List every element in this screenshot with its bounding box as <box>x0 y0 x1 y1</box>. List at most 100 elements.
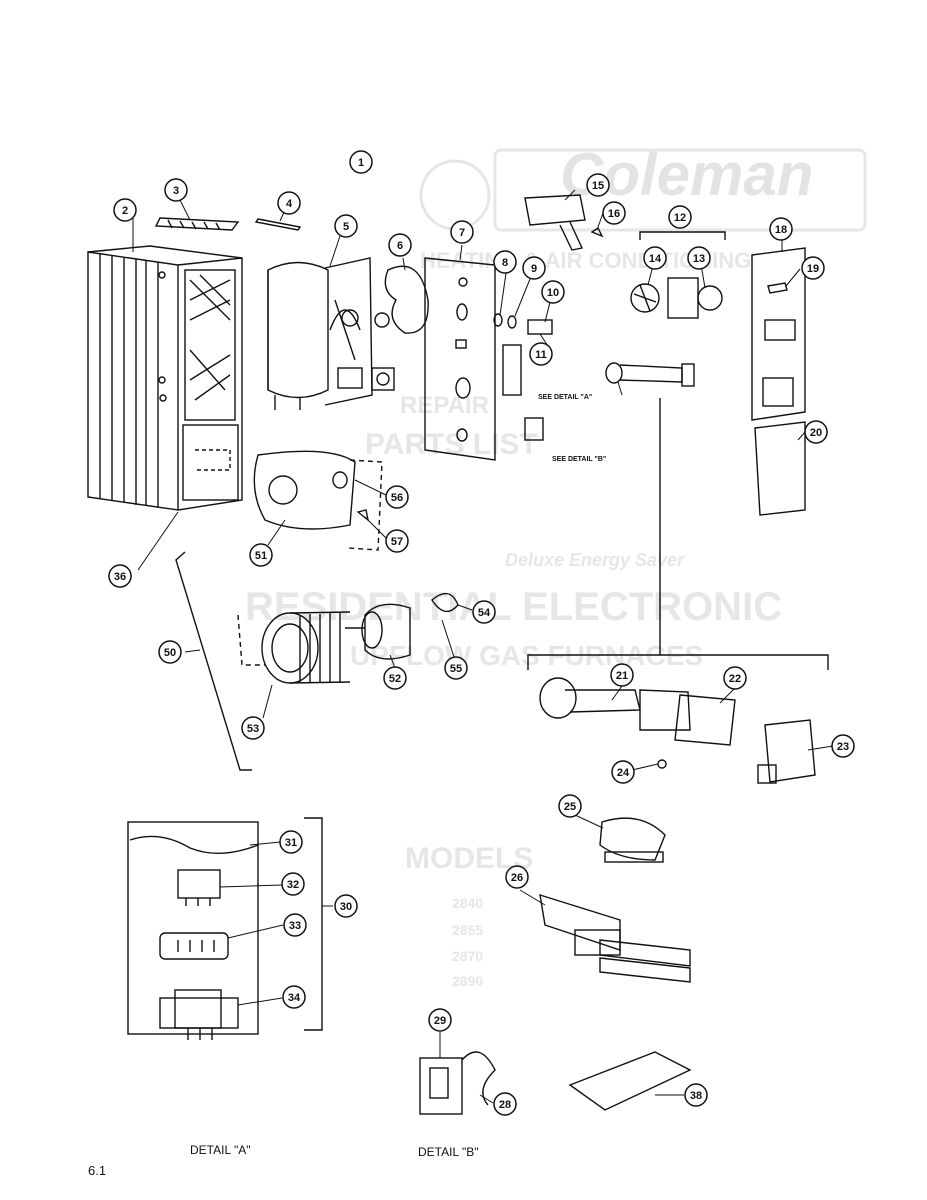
callout-2: 2 <box>113 198 137 222</box>
callout-number: 8 <box>502 257 508 269</box>
callout-8: 8 <box>493 250 517 274</box>
callout-number: 6 <box>397 240 403 252</box>
callout-number: 7 <box>459 227 465 239</box>
callout-circle <box>586 173 610 197</box>
callout-number: 14 <box>649 253 662 265</box>
callout-18: 18 <box>769 217 793 241</box>
inducer-motor <box>630 277 723 319</box>
detail-a-frame <box>127 817 323 1040</box>
callout-54: 54 <box>472 600 496 624</box>
callout-14: 14 <box>643 246 667 270</box>
callout-number: 18 <box>775 224 787 236</box>
callout-51: 51 <box>249 543 273 567</box>
callout-number: 4 <box>286 198 293 210</box>
burner-tube <box>605 362 695 387</box>
callout-circle <box>668 205 692 229</box>
callout-circle <box>385 485 409 509</box>
switch-part <box>507 315 517 329</box>
callout-circle <box>282 985 306 1009</box>
callout-16: 16 <box>602 201 626 225</box>
callout-number: 11 <box>535 349 547 361</box>
callout-circle <box>164 178 188 202</box>
callout-number: 32 <box>287 879 299 891</box>
callout-number: 22 <box>729 673 741 685</box>
callout-55: 55 <box>444 656 468 680</box>
see-detail-b-note: SEE DETAIL "B" <box>552 456 607 463</box>
callout-number: 33 <box>289 920 301 932</box>
callout-circle <box>831 734 855 758</box>
callout-number: 26 <box>511 872 523 884</box>
burner-panel <box>424 257 496 461</box>
callout-circle <box>283 913 307 937</box>
callout-32: 32 <box>281 872 305 896</box>
detail-b-module <box>419 1051 496 1115</box>
callout-number: 9 <box>531 263 537 275</box>
watermark-line2: PARTS LIST <box>365 428 538 461</box>
callout-circle <box>541 280 565 304</box>
blower-housing <box>253 450 383 551</box>
callout-24: 24 <box>611 760 635 784</box>
flame-sensor <box>599 817 666 863</box>
control-board-small <box>502 344 522 396</box>
callout-number: 13 <box>693 253 705 265</box>
callout-4: 4 <box>277 191 301 215</box>
callout-28: 28 <box>493 1092 517 1116</box>
callout-number: 15 <box>592 180 604 192</box>
callout-38: 38 <box>684 1083 708 1107</box>
callout-circle <box>804 420 828 444</box>
callout-circle <box>723 666 747 690</box>
see-detail-a-note: SEE DETAIL "A" <box>538 394 593 401</box>
callout-circle <box>334 214 358 238</box>
callout-circle <box>769 217 793 241</box>
callout-number: 51 <box>255 550 267 562</box>
callout-number: 55 <box>450 663 462 675</box>
callout-circle <box>801 256 825 280</box>
callout-circle <box>428 1008 452 1032</box>
callout-20: 20 <box>804 420 828 444</box>
callout-number: 2 <box>122 205 128 217</box>
callout-53: 53 <box>241 716 265 740</box>
callout-number: 19 <box>807 263 819 275</box>
callout-circle <box>450 220 474 244</box>
callout-number: 36 <box>114 571 126 583</box>
callout-number: 21 <box>616 670 628 682</box>
callout-number: 24 <box>617 767 630 779</box>
callout-57: 57 <box>385 529 409 553</box>
page-number: 6.1 <box>88 1163 107 1178</box>
callout-5: 5 <box>334 214 358 238</box>
callout-number: 12 <box>674 212 686 224</box>
callout-number: 1 <box>358 157 364 169</box>
clip-part <box>590 226 604 238</box>
callout-number: 38 <box>690 1090 702 1102</box>
callout-number: 28 <box>499 1099 511 1111</box>
watermark-model: 2870 <box>452 948 484 964</box>
watermark-model: 2855 <box>452 922 484 938</box>
callout-circle <box>277 191 301 215</box>
gasket-part <box>384 265 429 334</box>
callout-number: 31 <box>285 837 297 849</box>
blower-motor <box>345 603 411 660</box>
igniter <box>539 893 691 983</box>
callout-30: 30 <box>334 894 358 918</box>
callout-number: 52 <box>389 673 401 685</box>
callout-circle <box>383 666 407 690</box>
callout-circle <box>472 600 496 624</box>
screw-part <box>356 509 370 522</box>
callout-11: 11 <box>529 342 553 366</box>
bracket-part <box>254 218 302 231</box>
callout-circle <box>522 256 546 280</box>
callout-circle <box>241 716 265 740</box>
callout-number: 30 <box>340 901 352 913</box>
callout-36: 36 <box>108 564 132 588</box>
callout-circle <box>610 663 634 687</box>
callout-56: 56 <box>385 485 409 509</box>
callout-circle <box>687 246 711 270</box>
callout-7: 7 <box>450 220 474 244</box>
callout-15: 15 <box>586 173 610 197</box>
callout-circle <box>684 1083 708 1107</box>
callout-number: 34 <box>288 992 301 1004</box>
gas-valve <box>757 719 816 784</box>
heat-exchanger <box>267 257 395 410</box>
callout-circle <box>602 201 626 225</box>
